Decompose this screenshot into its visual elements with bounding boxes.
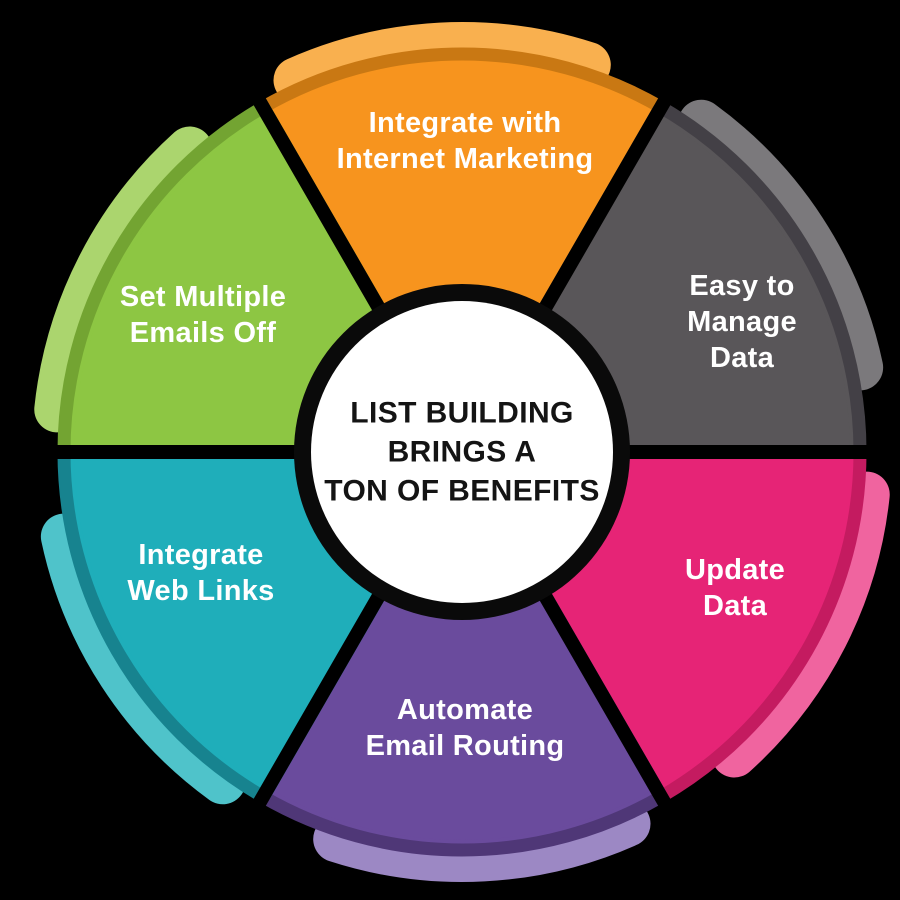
label-integrate-internet-marketing: Integrate with Internet Marketing	[336, 107, 594, 175]
segment-swoosh	[678, 99, 884, 391]
segment-swoosh	[273, 22, 611, 104]
label-set-multiple-emails-off: Set Multiple Emails Off	[119, 281, 287, 349]
label-update-data: Update Data	[684, 554, 786, 622]
segment-shade-rim	[542, 98, 867, 459]
segment-shade-rim	[256, 597, 670, 857]
segment-shade-rim	[57, 100, 294, 459]
segment-swoosh	[34, 126, 213, 433]
segment-swoosh	[313, 800, 651, 882]
segment-shade-rim	[254, 47, 668, 307]
hub-circle	[311, 301, 613, 603]
separator-line	[532, 579, 685, 834]
segment-shade-rim	[57, 445, 382, 806]
center-title: LIST BUILDING BRINGS A TON OF BENEFITS	[324, 396, 600, 508]
segment-integrate-internet-marketing	[254, 22, 668, 459]
label-integrate-web-links: Integrate Web Links	[127, 539, 275, 607]
label-automate-email-routing: Automate Email Routing	[365, 694, 565, 762]
segment-swoosh	[711, 471, 890, 778]
separator-line	[239, 579, 392, 834]
separator-line	[532, 70, 685, 325]
segment-shade-rim	[630, 445, 867, 804]
separator-line	[239, 70, 392, 325]
segment-automate-email-routing	[256, 445, 670, 882]
segment-separators	[23, 70, 900, 834]
segment-swoosh	[40, 513, 246, 805]
label-easy-manage-data: Easy to Manage Data	[687, 270, 797, 374]
